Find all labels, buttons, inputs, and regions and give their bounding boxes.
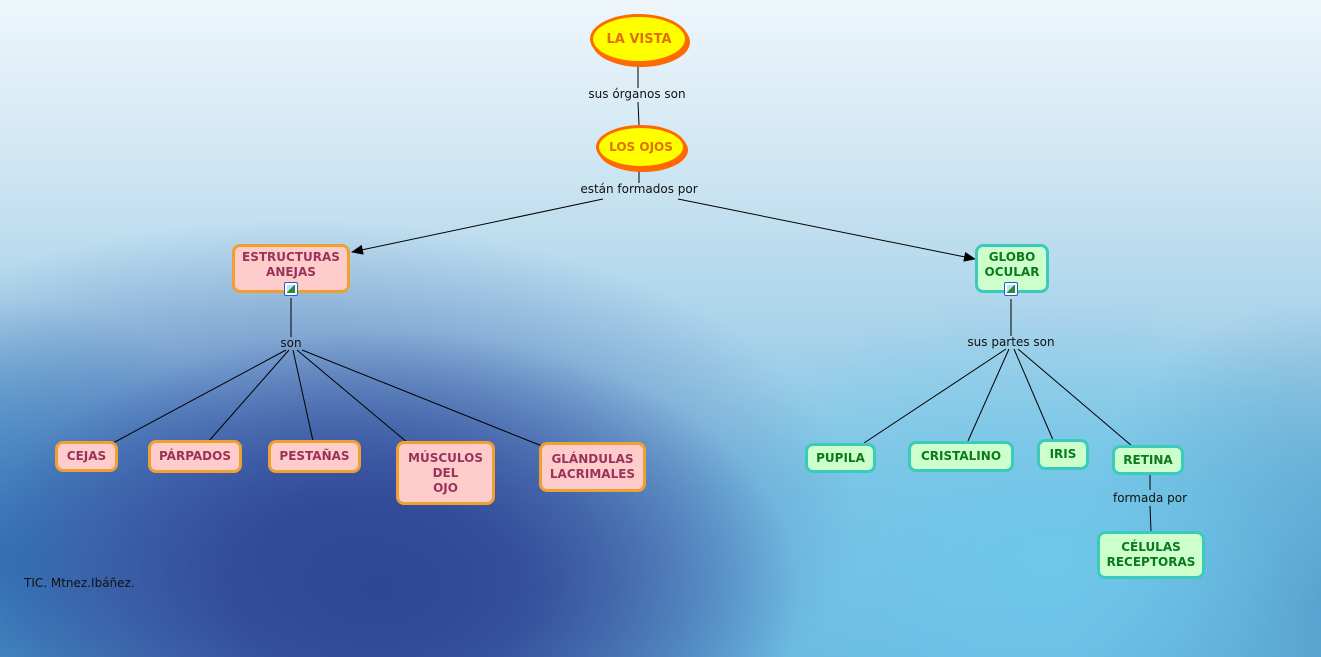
link-partes-pupila <box>863 348 1007 444</box>
concept-los-ojos[interactable]: LOS OJOS <box>596 125 686 169</box>
link-formados-estructuras <box>351 198 604 255</box>
concept-cejas[interactable]: CEJAS <box>55 441 118 472</box>
concept-label: CRISTALINO <box>920 449 1002 463</box>
link-son-musculos <box>296 349 409 444</box>
concept-label-line: GLOBO <box>988 249 1036 264</box>
concept-label-line: CÉLULAS <box>1121 540 1181 554</box>
concept-musculos-del-ojo[interactable]: MÚSCULOS DEL OJO <box>396 441 495 505</box>
concept-label: PESTAÑAS <box>279 449 350 463</box>
concept-label: LOS OJOS <box>609 140 673 154</box>
linking-phrase-estan-formados-por: están formados por <box>580 182 698 196</box>
concept-label-line: DEL <box>432 465 459 480</box>
link-formados-globo <box>677 198 976 262</box>
linking-phrase-sus-organos-son: sus órganos son <box>588 87 686 101</box>
linking-phrase-sus-partes-son: sus partes son <box>967 335 1055 349</box>
concept-label-line: GLÁNDULAS <box>551 452 634 466</box>
concept-glandulas-lacrimales[interactable]: GLÁNDULAS LACRIMALES <box>539 442 646 492</box>
concept-label: PÁRPADOS <box>158 449 231 463</box>
link-formada-celulas <box>1149 505 1152 532</box>
concept-la-vista[interactable]: LA VISTA <box>590 14 688 64</box>
concept-label: RETINA <box>1123 452 1173 467</box>
concept-label-line: ANEJAS <box>266 264 316 279</box>
concept-pestanas[interactable]: PESTAÑAS <box>268 440 361 473</box>
image-icon[interactable] <box>284 282 298 296</box>
concept-iris[interactable]: IRIS <box>1037 439 1089 470</box>
concept-label-line: RECEPTORAS <box>1106 555 1196 569</box>
concept-retina[interactable]: RETINA <box>1112 445 1184 475</box>
link-partes-retina <box>1017 348 1133 447</box>
concept-label: LA VISTA <box>606 31 672 47</box>
concept-pupila[interactable]: PUPILA <box>805 443 876 473</box>
concept-parpados[interactable]: PÁRPADOS <box>148 440 242 473</box>
concept-label: CEJAS <box>66 449 107 463</box>
concept-label-line: ESTRUCTURAS <box>242 249 340 264</box>
concept-label-line: LACRIMALES <box>549 467 636 481</box>
link-organos-ojos <box>637 101 640 126</box>
concept-label: IRIS <box>1049 447 1077 461</box>
concept-label: PUPILA <box>816 450 865 465</box>
link-partes-cristalino <box>967 348 1010 442</box>
link-son-glandulas <box>301 349 543 447</box>
link-son-pestanas <box>292 349 314 442</box>
concept-celulas-receptoras[interactable]: CÉLULAS RECEPTORAS <box>1097 531 1205 579</box>
concept-label-line: OCULAR <box>984 264 1040 279</box>
concept-label-line: MÚSCULOS <box>408 450 483 465</box>
linking-phrase-son: son <box>280 336 302 350</box>
concept-label-line: OJO <box>433 480 458 495</box>
author-credit: TIC. Mtnez.Ibáñez. <box>24 576 135 590</box>
link-son-cejas <box>112 349 287 444</box>
linking-phrase-formada-por: formada por <box>1112 491 1188 505</box>
concept-cristalino[interactable]: CRISTALINO <box>908 441 1014 472</box>
link-son-parpados <box>207 349 290 443</box>
link-partes-iris <box>1013 348 1054 441</box>
image-icon[interactable] <box>1004 282 1018 296</box>
